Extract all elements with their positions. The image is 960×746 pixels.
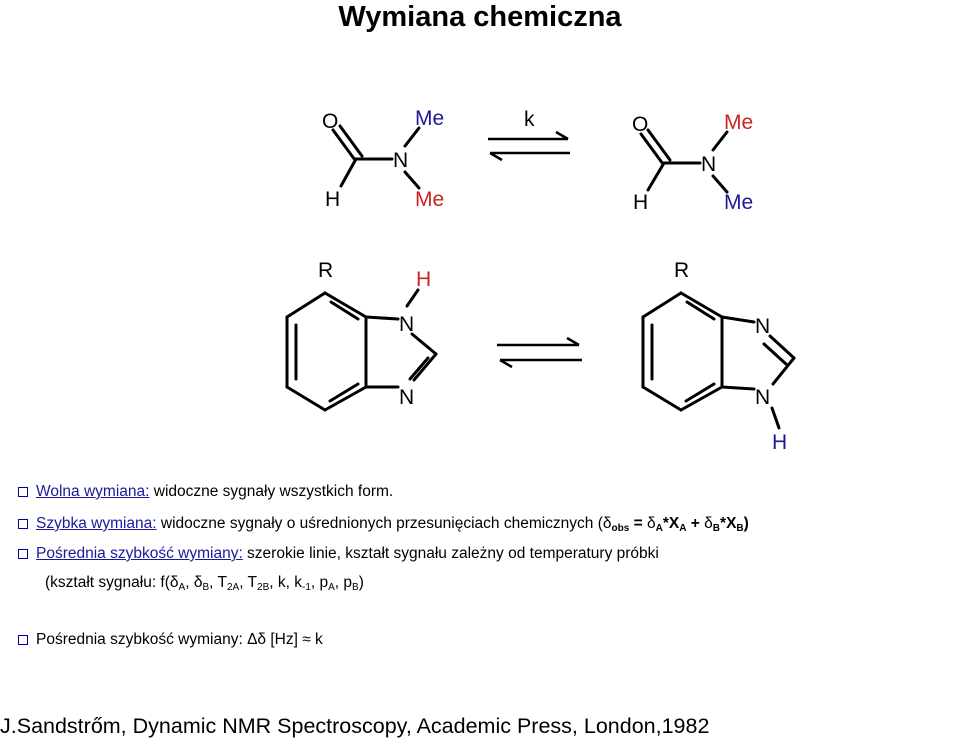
benz-left-r-group: R <box>318 259 333 282</box>
amide-right-hydrogen: H <box>633 191 648 214</box>
fast-exchange-label: Szybka wymiana: <box>36 515 157 532</box>
separator: , T <box>209 574 227 591</box>
plus-sign: + <box>686 515 705 532</box>
times-x: *X <box>662 515 680 532</box>
benz-left-n-bottom: N <box>399 386 414 409</box>
obs-subscript: obs <box>611 523 630 534</box>
bullet-intermediate-exchange: Pośrednia szybkość wymiany: szerokie lin… <box>18 544 659 564</box>
separator: , <box>185 574 194 591</box>
checkbox-bullet-icon <box>18 519 28 529</box>
hz-unit: [Hz] <box>266 631 303 648</box>
checkbox-bullet-icon <box>18 487 28 497</box>
separator: , T <box>239 574 258 591</box>
equals-sign: = <box>629 515 647 532</box>
subscript: B <box>202 582 210 593</box>
checkbox-bullet-icon <box>18 635 28 645</box>
amide-left-methyl-top: Me <box>415 107 444 130</box>
benz-right-r-group: R <box>674 259 689 282</box>
approx-symbol: ≈ <box>302 631 311 648</box>
delta-capital-symbol: Δ <box>247 631 258 648</box>
amide-left-methyl-bottom: Me <box>415 188 444 211</box>
delta-symbol: δ <box>169 574 179 591</box>
bullet-intermediate-rate: Pośrednia szybkość wymiany: Δδ [Hz] ≈ k <box>18 630 323 650</box>
fast-exchange-text: widoczne sygnały o uśrednionych przesuni… <box>160 515 603 532</box>
rate-k: k <box>310 631 323 648</box>
close-paren: ) <box>358 574 364 591</box>
delta-symbol: δ <box>602 515 612 532</box>
rate-constant-label: k <box>524 108 535 131</box>
benz-right-n-bottom: N <box>755 386 770 409</box>
benz-left-hydrogen: H <box>416 268 431 291</box>
benz-right-n-top: N <box>755 315 770 338</box>
delta-symbol: δ <box>704 515 713 532</box>
subscript: B <box>352 582 359 593</box>
separator: , p <box>310 574 329 591</box>
amide-right-methyl-bottom: Me <box>724 191 753 214</box>
subscript-b: B <box>712 523 721 534</box>
close-paren: ) <box>743 515 749 532</box>
amide-right-nitrogen: N <box>701 153 716 176</box>
reference-footer: J.Sandstrőm, Dynamic NMR Spectroscopy, A… <box>0 714 710 738</box>
lineshape-parameters: (kształt sygnału: f(δA, δB, T2A, T2B, k,… <box>45 573 364 593</box>
subscript: 2B <box>257 582 270 593</box>
intermediate-exchange-label: Pośrednia szybkość wymiany: <box>36 545 243 562</box>
benz-right-hydrogen: H <box>772 431 787 454</box>
separator: , p <box>334 574 353 591</box>
exchange-scheme: O N H Me Me k O N H Me Me R H N N R N N … <box>285 107 796 454</box>
subscript-a: A <box>655 523 663 534</box>
page-title: Wymiana chemiczna <box>338 1 622 33</box>
checkbox-bullet-icon <box>18 549 28 559</box>
subscript: A <box>328 582 335 593</box>
delta-symbol: δ <box>257 631 267 648</box>
delta-symbol: δ <box>647 515 656 532</box>
benz-left-n-top: N <box>399 313 414 336</box>
delta-symbol: δ <box>193 574 203 591</box>
subscript-a: A <box>679 523 687 534</box>
times-x: *X <box>720 515 737 532</box>
separator: , k, k <box>269 574 302 591</box>
amide-right-methyl-top: Me <box>724 111 753 134</box>
subscript-b: B <box>736 523 744 534</box>
amide-right-oxygen: O <box>632 113 648 136</box>
bullet-fast-exchange: Szybka wymiana: widoczne sygnały o uśred… <box>18 514 749 534</box>
intermediate-exchange-text: szerokie linie, kształt sygnału zależny … <box>242 545 659 562</box>
lineshape-prefix: (kształt sygnału: f( <box>45 574 170 591</box>
subscript: 2A <box>226 582 240 593</box>
bullet-slow-exchange: Wolna wymiana: widoczne sygnały wszystki… <box>18 482 393 502</box>
amide-left-hydrogen: H <box>325 188 340 211</box>
slow-exchange-label: Wolna wymiana: <box>36 483 150 500</box>
slow-exchange-text: widoczne sygnały wszystkich form. <box>153 483 394 500</box>
subscript: A <box>178 582 186 593</box>
amide-left-nitrogen: N <box>393 149 408 172</box>
intermediate-rate-label: Pośrednia szybkość wymiany: <box>36 631 243 648</box>
amide-left-oxygen: O <box>322 110 338 133</box>
subscript: -1 <box>301 582 311 593</box>
